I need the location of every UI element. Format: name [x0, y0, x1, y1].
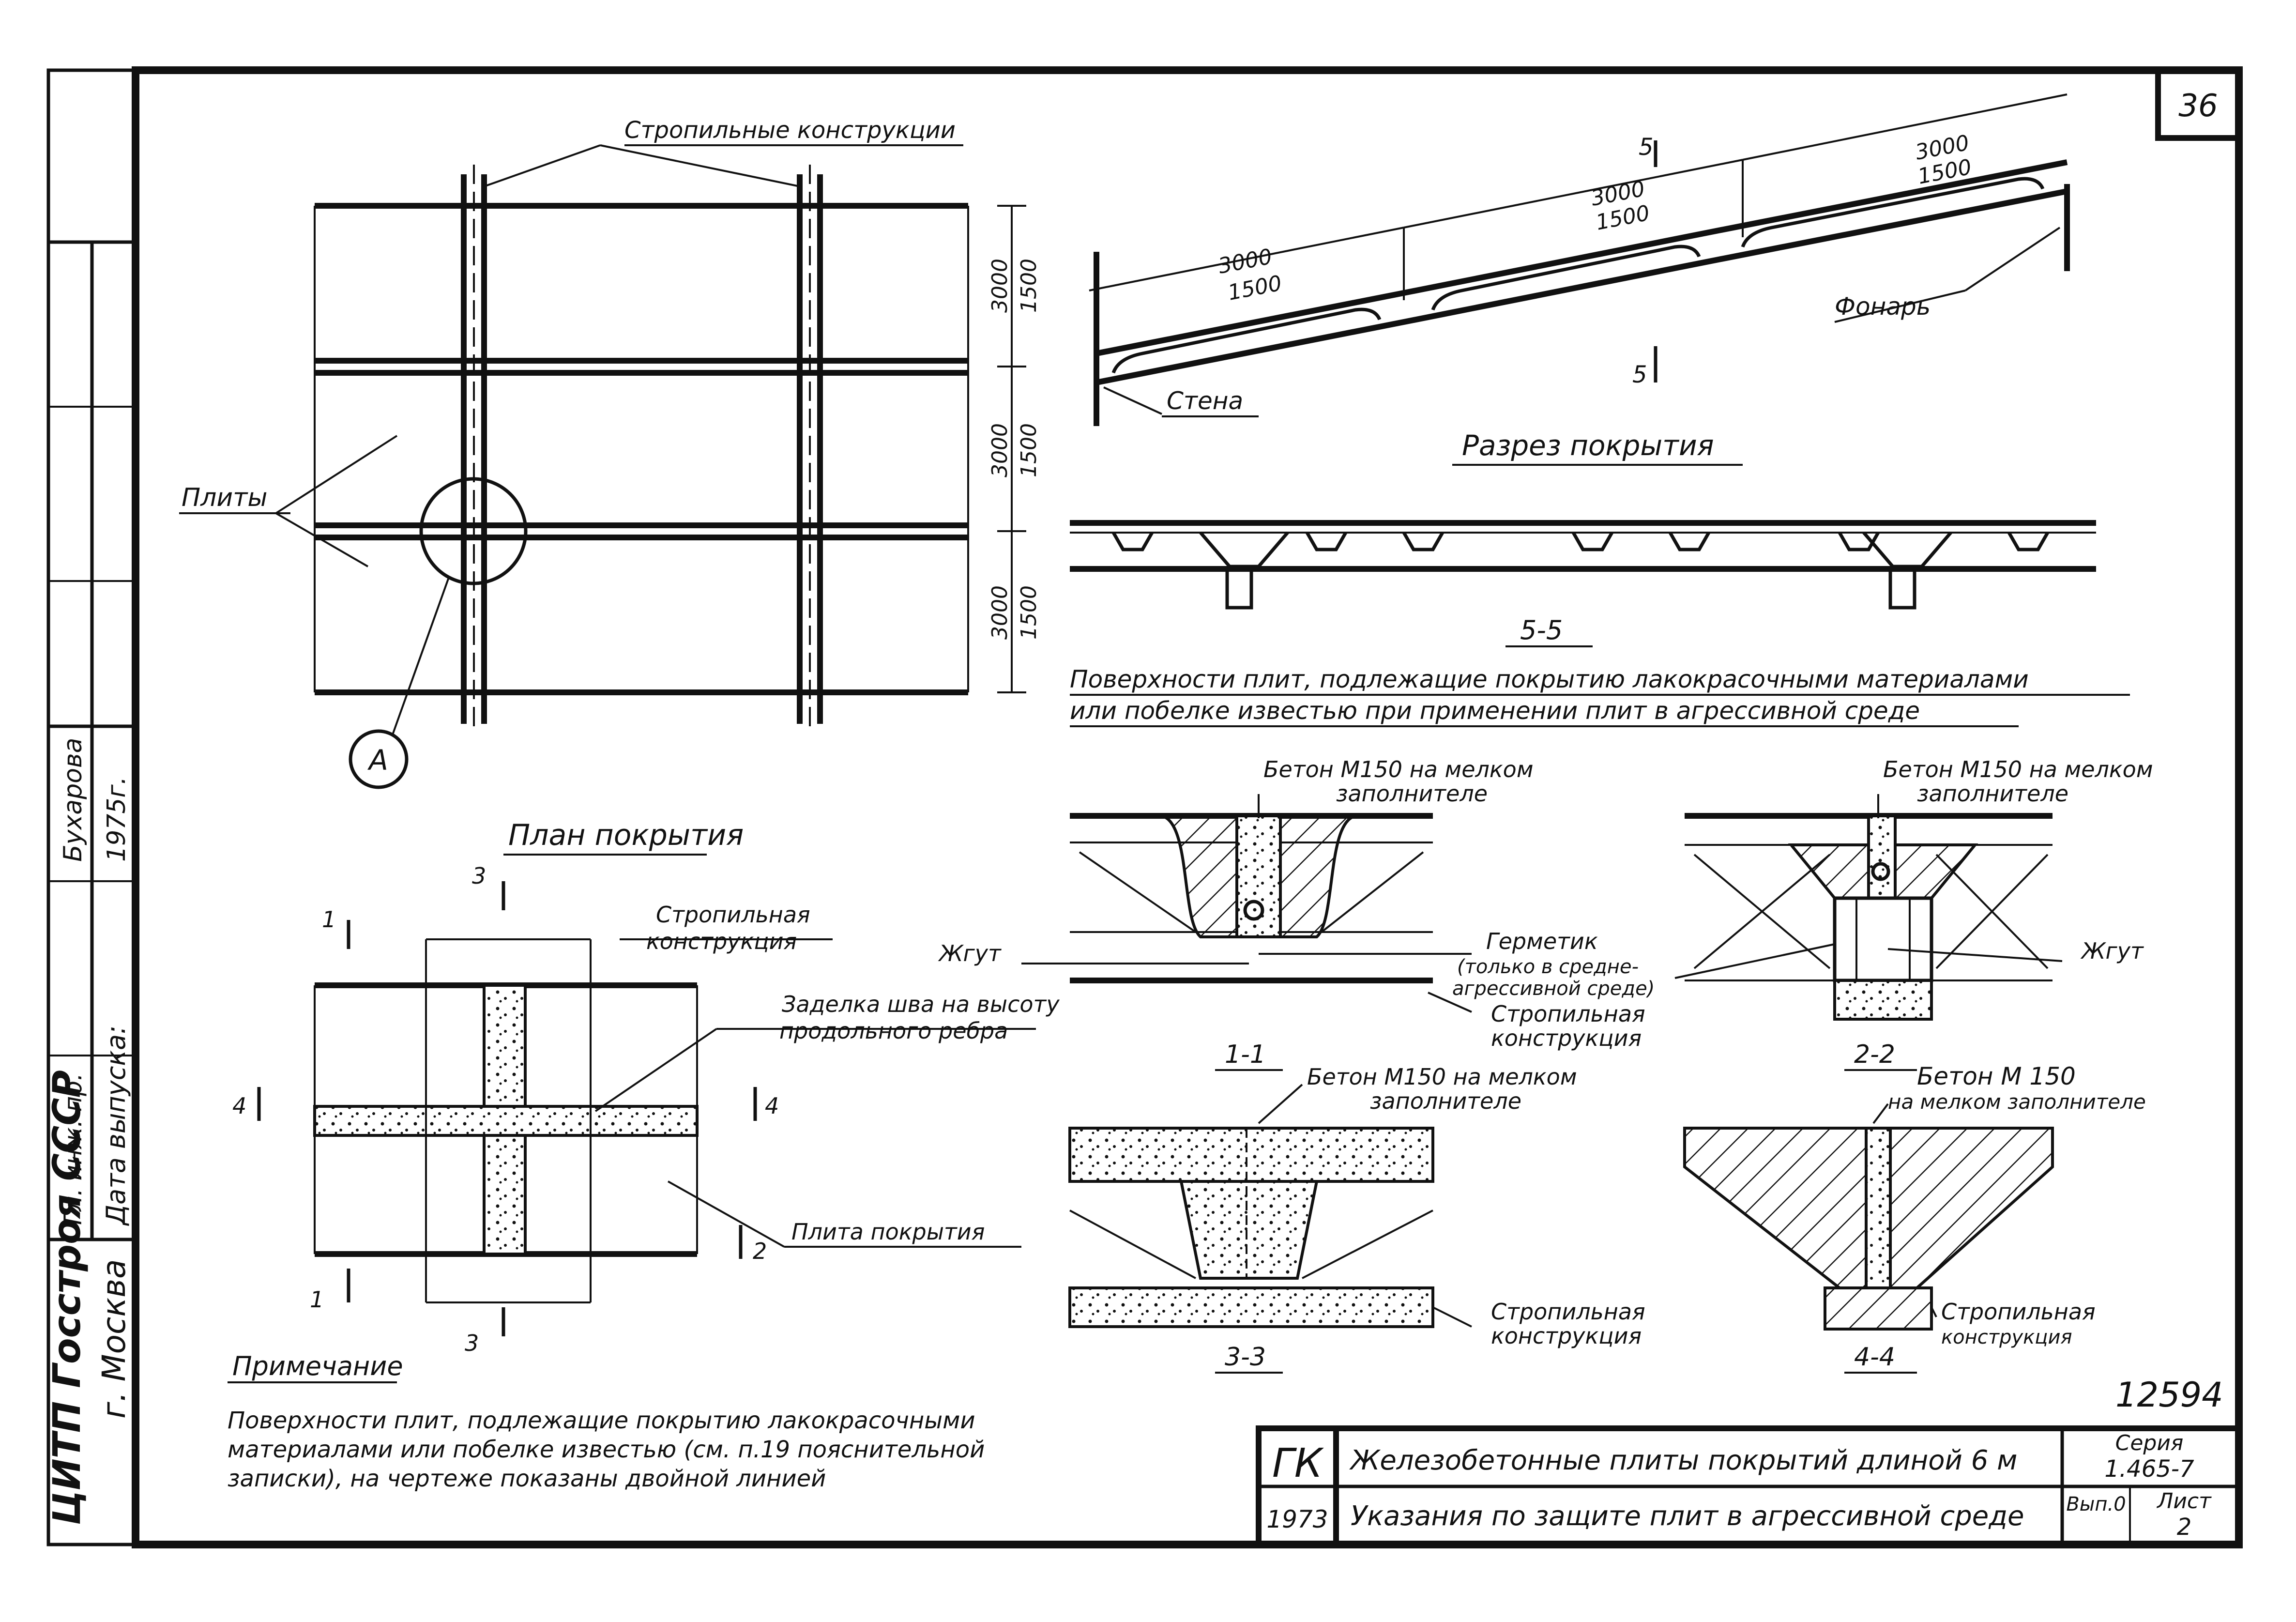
- s11-rafter-1: Стропильная: [1491, 1001, 1645, 1027]
- plan-drawing: [179, 144, 1026, 789]
- plan-dim-2-top: 3000: [988, 423, 1012, 477]
- s44-concrete-1: Бетон М 150: [1917, 1062, 2076, 1090]
- section-11-drawing: [1021, 794, 1472, 1013]
- title-block: [1256, 1425, 2242, 1547]
- s33-rafter-1: Стропильная: [1491, 1299, 1645, 1325]
- sheet-number-box: 36: [2155, 67, 2242, 141]
- stamp-year: 1975г.: [102, 777, 131, 862]
- stamp-release-label: Дата выпуска:: [101, 1025, 131, 1226]
- node-cut-2: 2: [753, 1238, 767, 1264]
- title-main: Железобетонные плиты покрытий длиной 6 м: [1349, 1445, 2017, 1476]
- title-year: 1973: [1266, 1505, 1328, 1533]
- section-55-drawing: [1070, 520, 2096, 610]
- s22-title: 2-2: [1854, 1040, 1895, 1069]
- node-cut-1-bottom: 1: [310, 1286, 324, 1313]
- s11-cord: Жгут: [938, 940, 1002, 966]
- plan-title: План покрытия: [508, 818, 744, 852]
- node-cut-3-top: 3: [472, 863, 486, 889]
- title-code: ГК: [1272, 1440, 1324, 1486]
- s33-title: 3-3: [1225, 1343, 1266, 1372]
- node-seam-label-2: продольного ребра: [779, 1018, 1008, 1044]
- s44-title: 4-4: [1854, 1343, 1895, 1372]
- section-33-drawing: [1068, 1084, 1472, 1328]
- roof-cut-mark-top: 5: [1639, 134, 1654, 161]
- s11-concrete-1: Бетон М150 на мелком: [1263, 756, 1534, 782]
- archive-number: 12594: [2115, 1375, 2223, 1415]
- plan-slabs-label: Плиты: [182, 483, 267, 512]
- title-sheet-value: 2: [2177, 1514, 2192, 1541]
- plan-rafter-label: Стропильные конструкции: [624, 117, 956, 144]
- roof-cut-mark-bottom: 5: [1632, 361, 1647, 388]
- section-55-title: 5-5: [1520, 615, 1563, 645]
- node-cut-1-top: 1: [322, 906, 336, 933]
- s44-rafter-1: Стропильная: [1941, 1299, 2096, 1325]
- title-sub: Указания по защите плит в агрессивной ср…: [1351, 1500, 2024, 1532]
- node-rafter-label-1: Стропильная: [656, 902, 810, 928]
- s11-sealant-2: (только в средне-: [1457, 956, 1639, 978]
- stamp-city: г. Москва: [95, 1259, 133, 1419]
- title-series-label: Серия: [2115, 1431, 2184, 1455]
- wall-label: Стена: [1167, 387, 1243, 415]
- section-44-drawing: [1683, 1103, 2054, 1331]
- s11-title: 1-1: [1225, 1040, 1266, 1069]
- left-stamp: ЦИТП Госстроя СССР г. Москва Гл. инж. пр…: [46, 240, 136, 1525]
- section-55-caption-2: или побелке известью при применении плит…: [1070, 697, 1920, 725]
- stamp-role: Гл. инж. пр.: [59, 1073, 87, 1225]
- notes-line-3: записки), на чертеже показаны двойной ли…: [228, 1465, 826, 1492]
- sheet-number: 36: [2178, 88, 2218, 124]
- section-55-caption-1: Поверхности плит, подлежащие покрытию ла…: [1070, 665, 2029, 693]
- plan-dim-1-top: 3000: [988, 259, 1012, 313]
- s33-concrete-2: заполнителе: [1370, 1088, 1521, 1114]
- notes-line-1: Поверхности плит, подлежащие покрытию ла…: [228, 1407, 975, 1434]
- sheet-frame: [46, 66, 2243, 1548]
- s11-concrete-2: заполнителе: [1336, 780, 1488, 807]
- node-cut-3-bottom: 3: [465, 1330, 479, 1356]
- plan-dim-1-bottom: 1500: [1017, 259, 1041, 313]
- plan-dim-3-top: 3000: [988, 585, 1012, 640]
- s44-rafter-2: конструкция: [1941, 1326, 2072, 1348]
- s33-concrete-1: Бетон М150 на мелком: [1307, 1064, 1577, 1090]
- title-sheet-label: Лист: [2156, 1489, 2212, 1514]
- s44-concrete-2: на мелком заполнителе: [1888, 1090, 2146, 1114]
- s11-sealant-1: Герметик: [1486, 928, 1598, 954]
- plan-dim-3-bottom: 1500: [1017, 585, 1041, 640]
- lantern-label: Фонарь: [1835, 292, 1931, 321]
- node-rafter-label-2: конструкция: [646, 928, 797, 954]
- stamp-name: Бухарова: [59, 738, 88, 862]
- s22-concrete-2: заполнителе: [1917, 780, 2068, 807]
- plan-dim-2-bottom: 1500: [1017, 423, 1041, 477]
- s11-rafter-2: конструкция: [1491, 1025, 1642, 1051]
- notes-line-2: материалами или побелке известью (см. п.…: [228, 1436, 985, 1463]
- roof-section-drawing: [1089, 93, 2070, 426]
- s33-rafter-2: конструкция: [1491, 1323, 1642, 1349]
- node-cut-4-right: 4: [765, 1093, 779, 1119]
- title-series-value: 1.465-7: [2104, 1455, 2194, 1483]
- stamp-org: ЦИТП Госстроя СССР: [46, 1070, 89, 1525]
- notes-title: Примечание: [232, 1351, 403, 1381]
- s11-sealant-3: агрессивной среде): [1452, 978, 1655, 1000]
- node-a-drawing: [257, 881, 1036, 1336]
- section-22-drawing: [1674, 794, 2063, 1021]
- plan-node-label: А: [367, 744, 388, 777]
- node-cut-4-left: 4: [232, 1093, 246, 1119]
- node-slab-label: Плита покрытия: [791, 1219, 985, 1245]
- s22-cord: Жгут: [2080, 938, 2144, 964]
- roof-section-title: Разрез покрытия: [1462, 429, 1714, 462]
- node-seam-label-1: Заделка шва на высоту: [782, 991, 1060, 1017]
- title-issue: Вып.0: [2066, 1493, 2126, 1515]
- s22-concrete-1: Бетон М150 на мелком: [1883, 756, 2153, 782]
